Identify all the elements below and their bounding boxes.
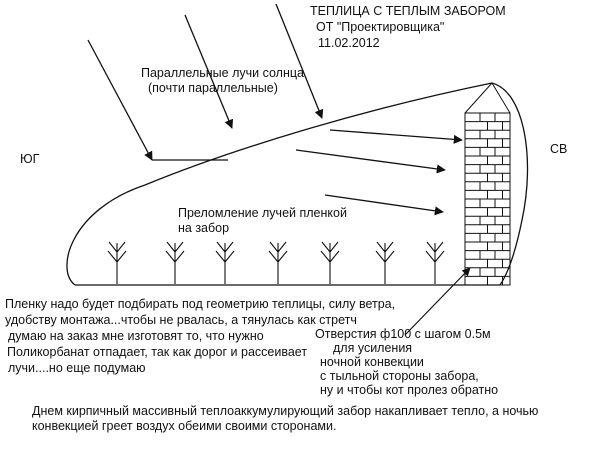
plant-icon: [165, 241, 185, 284]
wall-ridge-line: [464, 82, 493, 114]
film-note-line: думаю на заказ мне изготовят то, что нуж…: [8, 329, 264, 343]
sun-rays-label-line: (почти параллельные): [148, 81, 278, 95]
plant-icon: [215, 241, 235, 284]
plant-icon: [425, 241, 445, 284]
refraction-label-line: Преломление лучей пленкой: [178, 206, 347, 220]
plant-icon: [320, 241, 340, 284]
plant-icon: [107, 241, 127, 284]
sun-rays-label-line: Параллельные лучи солнца: [141, 66, 304, 80]
sun-ray-arrow: [275, 3, 324, 119]
film-note-line: Пленку надо будет подбирать под геометри…: [5, 297, 396, 311]
sun-ray-arrow: [184, 14, 234, 129]
film-note-line: Поликорбанат отпадает, так как дорог и р…: [7, 345, 308, 359]
refracted-ray-arrow: [324, 194, 444, 216]
holes-note: Отверстия ф100 с шагом 0.5м для усиления…: [315, 327, 498, 397]
holes-note-line: Отверстия ф100 с шагом 0.5м: [315, 327, 491, 341]
greenhouse-film-outline: [66, 82, 529, 286]
summary-note-line: Днем кирпичный массивный теплоаккумулиру…: [32, 404, 539, 418]
diagram-author: ОТ "Проектировщика": [316, 20, 445, 34]
holes-note-line: ночной конвекции: [320, 355, 424, 369]
sun-rays-label: Параллельные лучи солнца (почти параллел…: [141, 66, 304, 96]
summary-note-line: конвекцией греет воздух обеими своими ст…: [32, 419, 337, 433]
direction-northeast-label: СВ: [550, 142, 568, 156]
plant-icon: [268, 241, 288, 284]
sun-ray-arrow: [87, 39, 153, 161]
refracted-ray-arrow: [329, 129, 463, 144]
summary-note: Днем кирпичный массивный теплоаккумулиру…: [32, 404, 538, 434]
plant-icon: [375, 241, 395, 284]
film-note: Пленку надо будет подбирать под геометри…: [5, 296, 395, 376]
diagram-title: ТЕПЛИЦА С ТЕПЛЫМ ЗАБОРОМ: [310, 4, 506, 18]
refraction-label: Преломление лучей пленкой на забор: [178, 206, 347, 236]
brick-wall: [464, 112, 511, 286]
film-note-line: лучи....но еще подумаю: [8, 361, 146, 375]
holes-note-line: с тыльной стороны забора,: [320, 369, 479, 383]
diagram-date: 11.02.2012: [318, 36, 380, 50]
holes-note-line: ну и чтобы кот пролез обратно: [320, 383, 499, 397]
direction-south-label: ЮГ: [20, 152, 40, 166]
refracted-ray-arrow: [295, 149, 446, 174]
plants-row: [107, 241, 445, 284]
refraction-label-line: на забор: [178, 221, 230, 235]
film-note-line: удобству монтажа...чтобы не рвалась, а т…: [5, 313, 357, 327]
holes-note-line: для усиления: [333, 341, 413, 355]
holes-pointer-arrow: [404, 267, 471, 336]
wall-ridge-line: [491, 82, 511, 114]
